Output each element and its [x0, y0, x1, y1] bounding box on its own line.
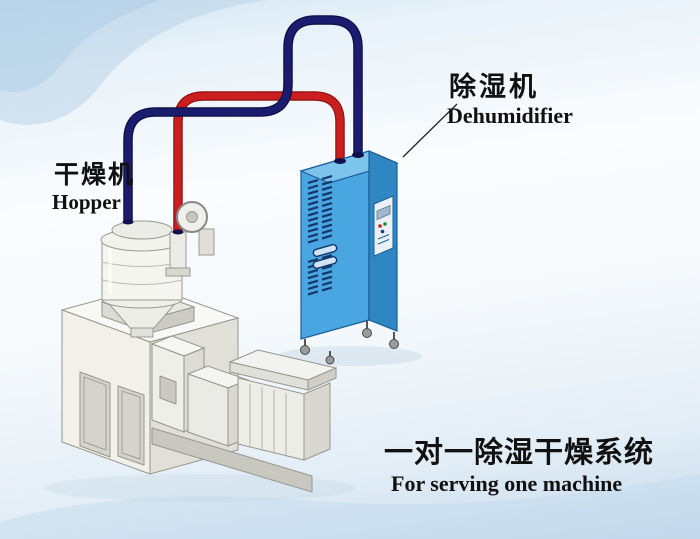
dehumidifier-label-en: Dehumidifier [447, 103, 573, 128]
control-panel [373, 195, 394, 257]
hopper-neck [130, 327, 154, 338]
dryer-label-cn: 干燥机 [54, 160, 136, 189]
dehumidifier-unit [299, 150, 399, 365]
dehumidifier-leader-line [402, 103, 458, 158]
dehumidifier-shadow [278, 346, 422, 366]
dryer-label-en: Hopper [52, 190, 121, 214]
red-lid-fitting [172, 229, 184, 235]
louver-lines [249, 384, 287, 457]
hopper-dryer [100, 201, 215, 338]
extruder-machine [60, 285, 338, 493]
red-pipe-fitting [334, 158, 346, 164]
top-left-wave-inner [0, 0, 160, 92]
machine-box-c [228, 349, 338, 461]
return-air-pipe-navy [123, 15, 363, 240]
panel-green-light [383, 222, 387, 226]
navy-lid-fitting [122, 219, 134, 225]
caption-cn: 一对一除湿干燥系统 [384, 435, 655, 469]
oval-vents [312, 243, 338, 270]
dehumidifier-label-cn: 除湿机 [449, 72, 539, 103]
hopper-dome [111, 220, 173, 240]
panel-display [376, 204, 391, 221]
casters [300, 321, 399, 365]
panel-blue-button [380, 229, 385, 234]
navy-pipe-fitting [352, 152, 364, 158]
caption-en: For serving one machine [391, 471, 623, 496]
bottom-wave [0, 474, 700, 539]
panel-red-light [378, 224, 382, 228]
hopper-blower [165, 201, 215, 277]
machine-base [151, 427, 313, 493]
machine-door-panels [79, 371, 145, 466]
